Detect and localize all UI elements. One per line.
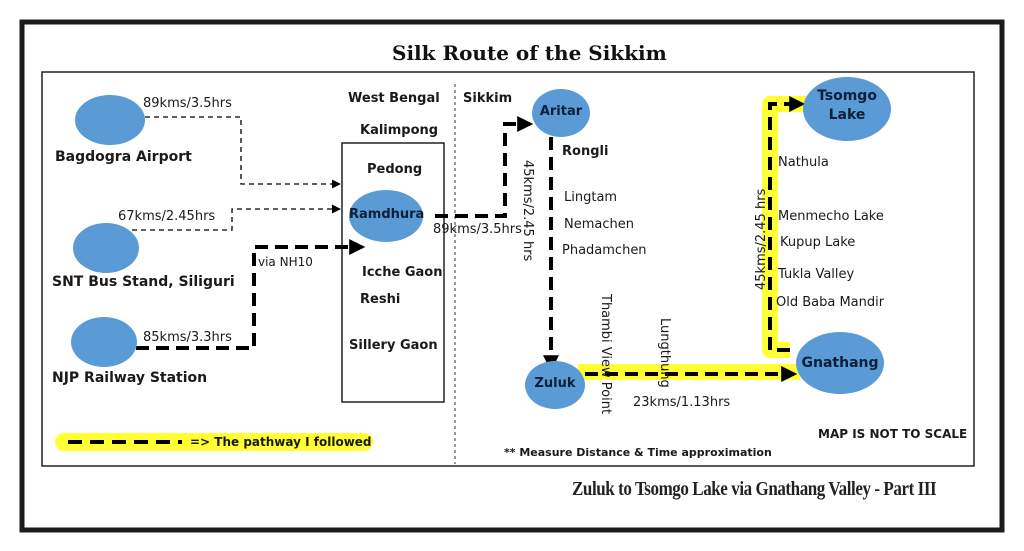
label-njp-distance: 85kms/3.3hrs	[143, 330, 232, 345]
label-tsomgo-2: Lake	[828, 107, 866, 123]
label-aritar: Aritar	[539, 104, 583, 119]
node-njp	[71, 317, 137, 367]
legend-text: => The pathway I followed	[190, 435, 372, 449]
place-lingtam: Lingtam	[564, 190, 618, 205]
label-kalimpong: Kalimpong	[360, 123, 439, 138]
label-zuluk-gnathang-distance: 23kms/1.13hrs	[633, 395, 731, 410]
node-snt	[73, 223, 139, 273]
route-bagdogra-ramdhura	[145, 116, 341, 189]
place-sillery-gaon: Sillery Gaon	[349, 338, 438, 353]
label-ramdhura-aritar-distance: 89kms/3.5hrs	[433, 222, 522, 237]
label-gnathang: Gnathang	[801, 355, 879, 371]
place-pedong: Pedong	[367, 162, 423, 177]
place-phadamchen: Phadamchen	[562, 243, 647, 258]
node-tsomgo	[803, 77, 891, 141]
node-aritar	[532, 89, 590, 137]
label-snt-distance: 67kms/2.45hrs	[118, 209, 216, 224]
label-tsomgo-1: Tsomgo	[817, 88, 877, 104]
node-gnathang	[796, 332, 884, 394]
route-njp-ramdhura	[136, 239, 366, 350]
place-lungthung: Lungthung	[657, 318, 672, 388]
node-zuluk	[525, 361, 585, 409]
place-icche-gaon: Icche Gaon	[362, 265, 443, 280]
label-njp: NJP Railway Station	[52, 370, 208, 386]
label-west-bengal: West Bengal	[348, 91, 440, 106]
place-menmecho-lake: Menmecho Lake	[778, 209, 884, 224]
node-ramdhura	[349, 190, 423, 242]
label-ramdhura: Ramdhura	[349, 207, 425, 222]
place-nemachen: Nemachen	[564, 217, 634, 232]
kalimpong-box	[341, 142, 445, 403]
label-bagdogra-distance: 89kms/3.5hrs	[143, 96, 232, 111]
label-via-nh10: via NH10	[258, 255, 313, 269]
place-tukla-valley: Tukla Valley	[778, 267, 855, 282]
label-bagdogra: Bagdogra Airport	[55, 149, 192, 165]
label-zuluk: Zuluk	[534, 376, 576, 391]
distance-note: ** Measure Distance & Time approximation	[504, 446, 772, 459]
node-bagdogra	[75, 95, 145, 145]
label-gnathang-tsomgo-distance: 45kms/2.45 hrs	[754, 188, 769, 290]
route-snt-ramdhura	[132, 204, 341, 231]
place-reshi: Reshi	[360, 292, 401, 307]
place-nathula: Nathula	[778, 155, 829, 170]
place-old-baba-mandir: Old Baba Mandir	[776, 295, 885, 310]
scale-note: MAP IS NOT TO SCALE	[818, 427, 968, 441]
map-title: Silk Route of the Sikkim	[392, 41, 667, 65]
route-gnathang-tsomgo	[768, 96, 806, 352]
label-aritar-zuluk-distance: 45kms/2.45 hrs	[520, 160, 535, 262]
place-thambi-view-point: Thambi View Point	[598, 294, 613, 415]
label-snt: SNT Bus Stand, Siliguri	[52, 274, 235, 290]
place-rongli: Rongli	[562, 144, 609, 159]
map-frame	[41, 71, 975, 467]
footer-title: Zuluk to Tsomgo Lake via Gnathang Valley…	[572, 478, 937, 500]
place-kupup-lake: Kupup Lake	[780, 235, 856, 250]
label-sikkim: Sikkim	[463, 91, 513, 106]
